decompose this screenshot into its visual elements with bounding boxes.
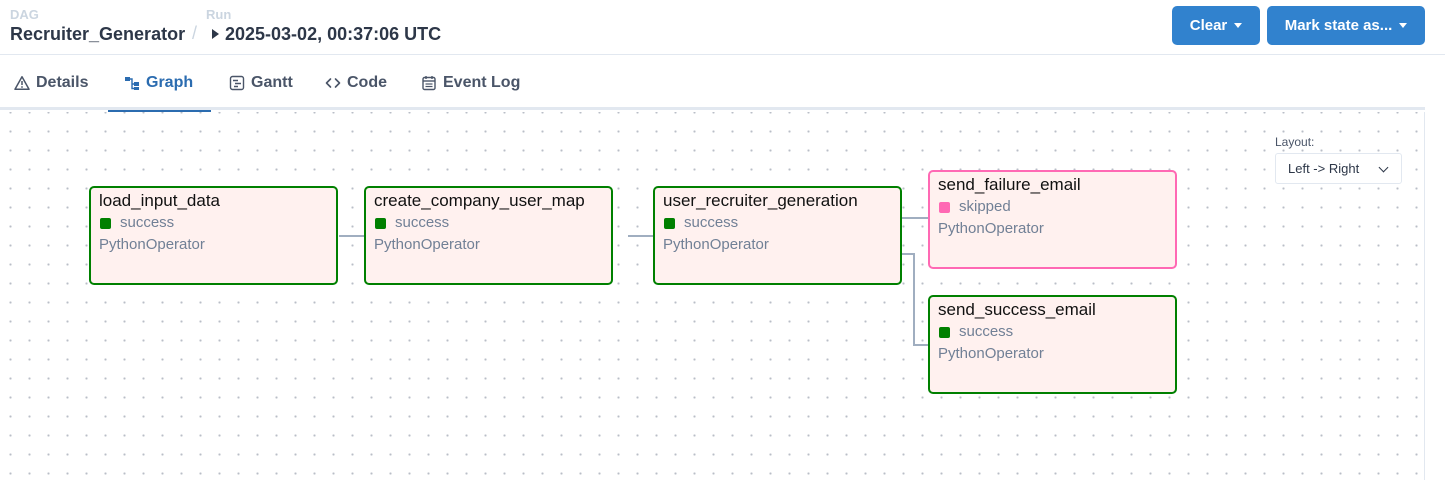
state-indicator-icon <box>939 201 950 213</box>
tab-gantt[interactable]: Gantt <box>229 56 293 110</box>
state-indicator-icon <box>100 217 111 229</box>
tab-bar: Details Graph Gantt Code <box>0 56 1425 113</box>
header: DAG Recruiter_Generator / Run 2025-03-02… <box>0 0 1445 55</box>
graph-canvas[interactable] <box>8 112 1425 480</box>
state-indicator-icon <box>664 217 675 229</box>
tab-code-label: Code <box>347 74 387 91</box>
layout-control: Layout: Left -> Right <box>1275 135 1402 184</box>
task-state: success <box>684 214 739 231</box>
breadcrumb-separator: / <box>192 23 198 43</box>
clear-button-label: Clear <box>1189 17 1228 34</box>
breadcrumb-dag[interactable]: DAG Recruiter_Generator <box>10 7 185 45</box>
task-id: send_failure_email <box>938 175 1081 194</box>
tab-event-log[interactable]: Event Log <box>421 56 520 110</box>
tab-code[interactable]: Code <box>325 56 387 110</box>
dag-name[interactable]: Recruiter_Generator <box>10 24 186 44</box>
warning-triangle-icon <box>14 76 30 90</box>
task-state: success <box>395 214 450 231</box>
run-label: Run <box>206 7 232 22</box>
state-indicator-icon <box>375 217 386 229</box>
task-id: user_recruiter_generation <box>663 191 858 210</box>
tab-details[interactable]: Details <box>14 56 88 110</box>
tab-event-log-label: Event Log <box>443 74 521 91</box>
task-node-load-input-data[interactable]: load_input_data success PythonOperator <box>89 186 338 285</box>
caret-down-icon <box>1399 23 1408 28</box>
task-operator: PythonOperator <box>938 220 1044 237</box>
tab-details-label: Details <box>36 74 89 91</box>
task-id: create_company_user_map <box>374 191 585 210</box>
layout-select[interactable]: Left -> Right <box>1275 153 1402 184</box>
run-value: 2025-03-02, 00:37:06 UTC <box>225 24 442 44</box>
task-state: success <box>959 323 1014 340</box>
tab-graph-label: Graph <box>146 74 194 91</box>
dag-label: DAG <box>10 7 39 22</box>
task-state: success <box>120 214 175 231</box>
state-indicator-icon <box>939 326 950 338</box>
graph-icon <box>125 77 139 90</box>
task-node-user-recruiter-generation[interactable]: user_recruiter_generation success Python… <box>653 186 902 285</box>
code-icon <box>325 78 341 88</box>
layout-label: Layout: <box>1275 135 1315 149</box>
mark-state-button-label: Mark state as... <box>1284 17 1393 34</box>
breadcrumb-run: Run 2025-03-02, 00:37:06 UTC <box>206 7 441 45</box>
gantt-icon <box>229 75 245 91</box>
caret-down-icon <box>1234 23 1243 28</box>
task-node-send-success-email[interactable]: send_success_email success PythonOperato… <box>928 295 1177 394</box>
task-operator: PythonOperator <box>938 345 1044 362</box>
task-operator: PythonOperator <box>374 236 480 253</box>
mark-state-button[interactable]: Mark state as... <box>1267 6 1425 45</box>
task-node-create-company-user-map[interactable]: create_company_user_map success PythonOp… <box>364 186 613 285</box>
calendar-icon <box>422 76 436 91</box>
tab-gantt-label: Gantt <box>251 74 293 91</box>
task-id: load_input_data <box>99 191 221 210</box>
clear-button[interactable]: Clear <box>1172 6 1260 45</box>
play-icon <box>212 29 219 39</box>
chevron-down-icon <box>1378 162 1389 173</box>
task-id: send_success_email <box>938 300 1096 319</box>
task-state: skipped <box>959 198 1011 215</box>
task-node-send-failure-email[interactable]: send_failure_email skipped PythonOperato… <box>928 170 1177 269</box>
tab-graph[interactable]: Graph <box>108 56 211 113</box>
layout-selected-value: Left -> Right <box>1288 161 1360 176</box>
task-operator: PythonOperator <box>663 236 769 253</box>
task-operator: PythonOperator <box>99 236 205 253</box>
